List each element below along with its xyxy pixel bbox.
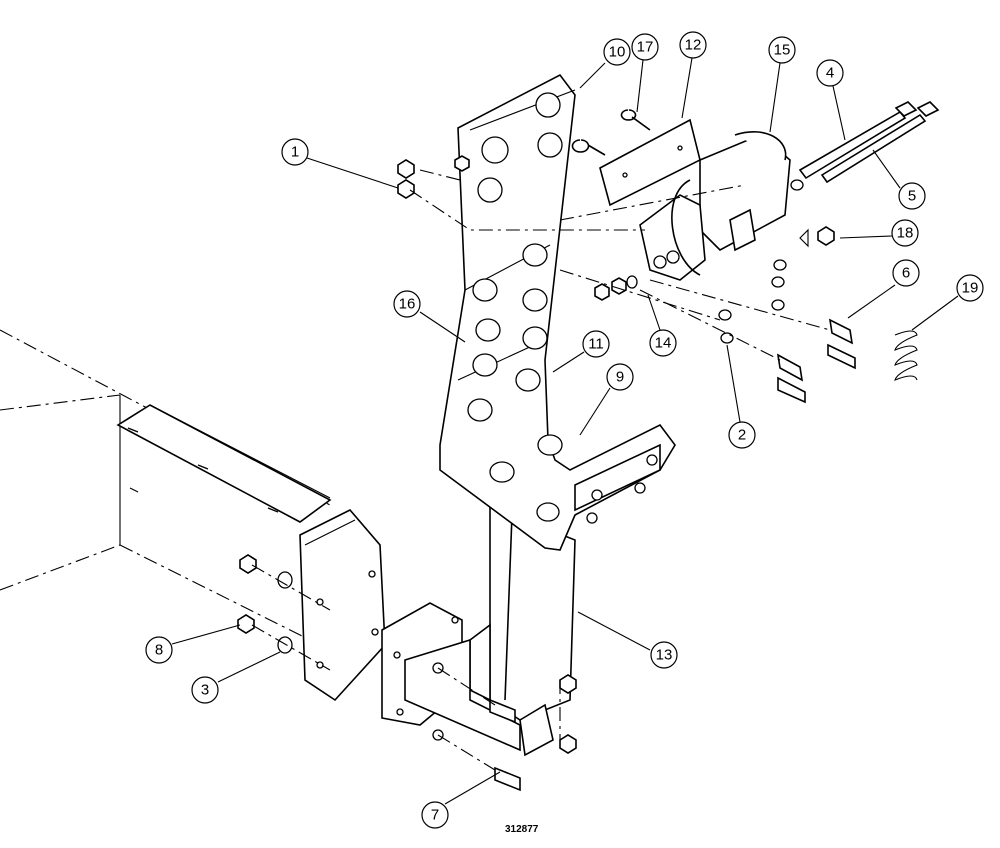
svg-text:9: 9	[616, 369, 624, 386]
svg-text:15: 15	[774, 42, 791, 59]
callout-2: 2	[726, 344, 756, 449]
svg-text:5: 5	[908, 188, 916, 205]
callout-1: 1	[281, 138, 399, 189]
svg-text:16: 16	[399, 296, 416, 313]
callout-9: 9	[579, 363, 634, 436]
callout-5: 5	[872, 149, 926, 210]
callout-12: 12	[679, 31, 707, 119]
svg-text:6: 6	[902, 265, 910, 282]
callout-16: 16	[393, 290, 466, 343]
svg-text:18: 18	[897, 225, 914, 242]
callout-13: 13	[577, 611, 678, 669]
callout-7: 7	[421, 771, 501, 829]
callout-10: 10	[579, 38, 631, 89]
callout-18: 18	[839, 219, 919, 247]
svg-text:10: 10	[609, 44, 626, 61]
svg-text:17: 17	[637, 39, 654, 56]
callout-15: 15	[768, 36, 796, 133]
svg-text:11: 11	[588, 336, 604, 353]
callout-3: 3	[191, 651, 281, 704]
svg-text:3: 3	[201, 682, 209, 699]
svg-text:13: 13	[656, 647, 673, 664]
frame-mount-plate	[299, 509, 386, 702]
frame-rail	[0, 329, 332, 641]
svg-text:7: 7	[431, 807, 439, 824]
hardware-items	[237, 101, 940, 792]
callout-19: 19	[911, 274, 984, 331]
drawing-number: 312877	[505, 824, 539, 835]
step-bracket	[439, 73, 676, 551]
callout-8: 8	[145, 624, 241, 664]
svg-text:12: 12	[685, 37, 702, 54]
callout-11: 11	[552, 330, 610, 373]
callout-6: 6	[847, 259, 920, 319]
svg-text:2: 2	[738, 427, 746, 444]
svg-text:14: 14	[655, 335, 672, 352]
callout-4: 4	[816, 59, 846, 141]
svg-text:1: 1	[291, 144, 299, 161]
callout-14: 14	[647, 294, 677, 357]
svg-text:19: 19	[962, 280, 979, 297]
clamp-assembly	[639, 131, 791, 281]
callout-17: 17	[631, 33, 659, 113]
svg-text:4: 4	[826, 65, 834, 82]
hitch-plate	[571, 109, 701, 207]
svg-text:8: 8	[155, 642, 163, 659]
